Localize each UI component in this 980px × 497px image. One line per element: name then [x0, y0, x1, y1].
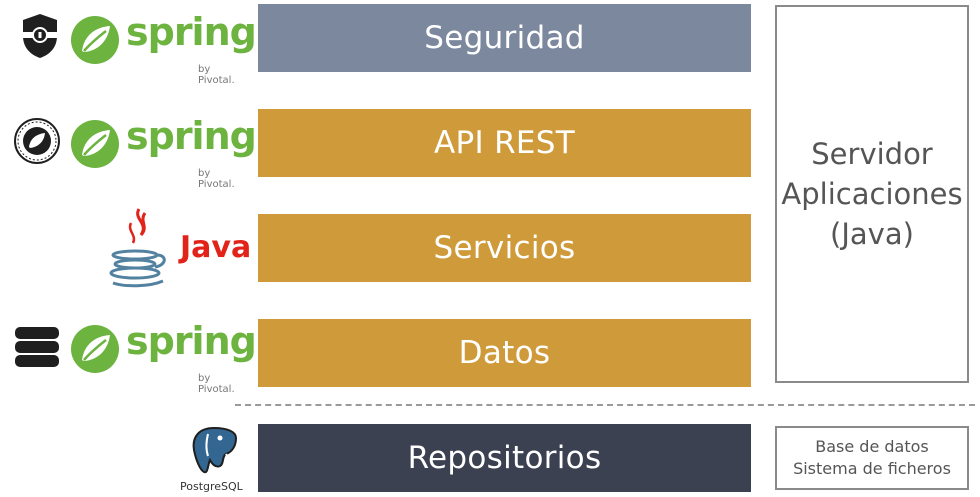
- postgresql-logo: PostgreSQL: [166, 422, 256, 497]
- dashed-divider: [235, 404, 975, 406]
- java-logo: Java: [105, 205, 252, 290]
- shield-lock-icon: [23, 14, 57, 58]
- storage-line-2: Sistema de ficheros: [793, 459, 951, 478]
- spring-by-pivotal: by Pivotal.: [198, 168, 235, 190]
- layer-api-rest: API REST: [258, 109, 751, 177]
- server-line-1: Servidor: [811, 137, 933, 171]
- server-line-3: (Java): [830, 217, 914, 251]
- database-icon: [15, 327, 59, 367]
- postgres-elephant-icon: [192, 426, 238, 474]
- server-box: Servidor Aplicaciones (Java): [775, 5, 969, 383]
- rest-seal-icon: [14, 118, 60, 164]
- postgres-wordmark: PostgreSQL: [180, 480, 243, 493]
- spring-wordmark: spring: [126, 114, 257, 158]
- java-wordmark: Java: [180, 230, 252, 265]
- spring-wordmark: spring: [126, 319, 257, 363]
- server-line-2: Aplicaciones: [781, 177, 963, 211]
- storage-line-1: Base de datos: [815, 437, 929, 456]
- spring-logo: spring by Pivotal.: [70, 10, 257, 86]
- layer-seguridad: Seguridad: [258, 4, 751, 72]
- spring-logo: spring by Pivotal.: [70, 319, 257, 395]
- java-cup-icon: [109, 208, 166, 288]
- layer-servicios: Servicios: [258, 214, 751, 282]
- spring-leaf-icon: [71, 16, 119, 64]
- layer-datos: Datos: [258, 319, 751, 387]
- spring-logo: spring by Pivotal.: [70, 114, 257, 190]
- spring-wordmark: spring: [126, 10, 257, 54]
- storage-box: Base de datos Sistema de ficheros: [775, 426, 969, 490]
- spring-by-pivotal: by Pivotal.: [198, 373, 235, 395]
- spring-by-pivotal: by Pivotal.: [198, 64, 235, 86]
- layer-repositorios: Repositorios: [258, 424, 751, 492]
- spring-leaf-icon: [71, 120, 119, 168]
- spring-leaf-icon: [71, 325, 119, 373]
